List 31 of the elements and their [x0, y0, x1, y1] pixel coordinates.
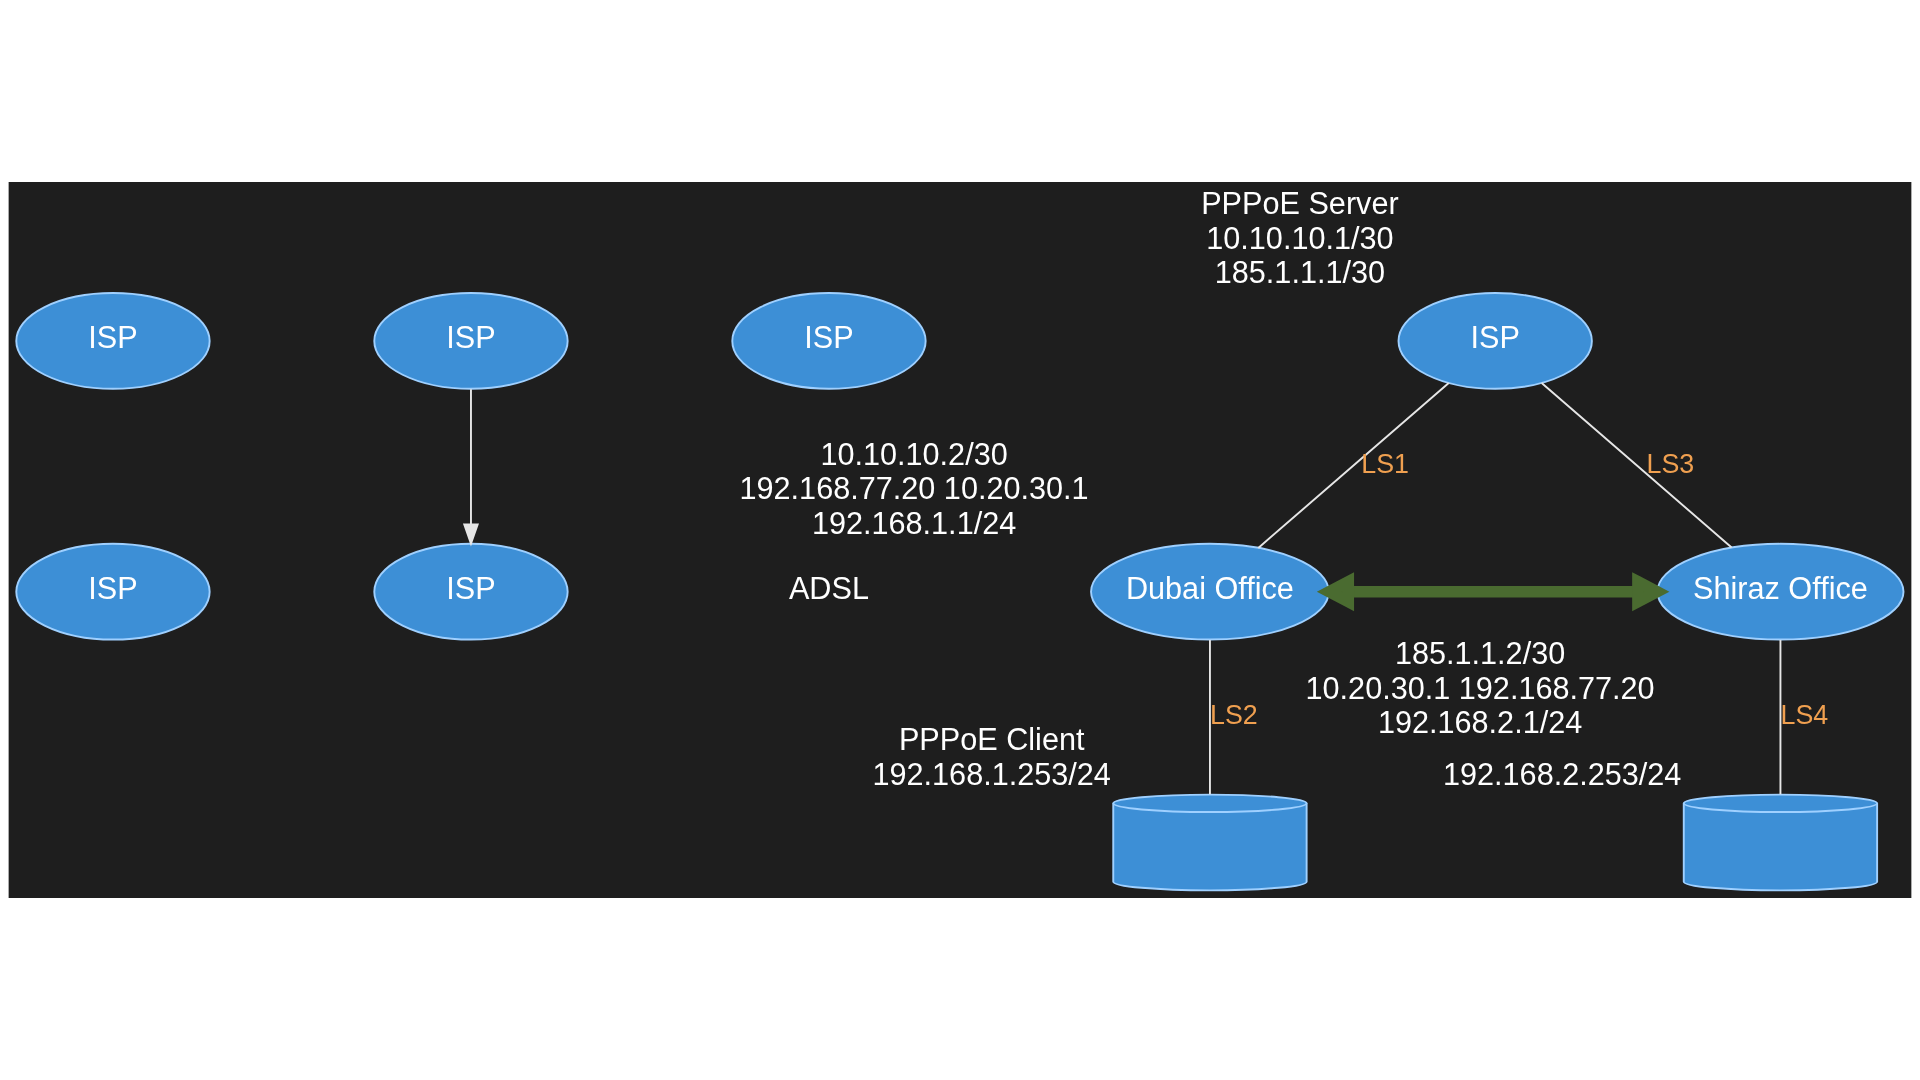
node-label: PPPoE Client: [898, 722, 1085, 757]
arrow: [462, 388, 479, 547]
connector: [1779, 639, 1782, 796]
connector: [1257, 382, 1450, 549]
label: ADSL: [788, 570, 869, 605]
node-ellipse: ISP: [15, 542, 211, 641]
edge-label: LS1: [1361, 449, 1409, 480]
node-ellipse: ISP: [731, 292, 927, 390]
node-label: 192.168.2.1/24: [1377, 704, 1583, 739]
node-label: 185.1.1.2/30: [1394, 636, 1566, 671]
node-ellipse: ISP: [15, 292, 211, 390]
node-ellipse: ISP: [373, 542, 569, 641]
node-ellipse: ISP: [1397, 292, 1593, 390]
edge-label: LS3: [1646, 449, 1695, 480]
node-label: 192.168.1.1/24: [811, 505, 1017, 540]
connector: [1540, 382, 1733, 549]
node-ellipse: ISP: [373, 292, 569, 390]
connector: [1209, 639, 1211, 796]
node-ellipse: Dubai Office: [1090, 542, 1330, 641]
node-ellipse: Shiraz Office: [1656, 542, 1905, 641]
node-label: 192.168.2.253/24: [1442, 756, 1682, 791]
node-label: 192.168.77.20 10.20.30.1: [739, 471, 1089, 506]
node-label: 185.1.1.1/30: [1214, 255, 1386, 290]
node-label: 10.10.10.1/30: [1206, 220, 1394, 255]
node-label: 10.20.30.1 192.168.77.20: [1305, 670, 1655, 705]
node-label: 10.10.10.2/30: [820, 436, 1008, 471]
edge-label: LS4: [1780, 700, 1829, 731]
node-label: 192.168.1.253/24: [872, 756, 1111, 791]
node-label: PPPoE Server: [1201, 186, 1399, 221]
arrow: [1316, 572, 1670, 612]
edge-label: LS2: [1210, 700, 1258, 731]
